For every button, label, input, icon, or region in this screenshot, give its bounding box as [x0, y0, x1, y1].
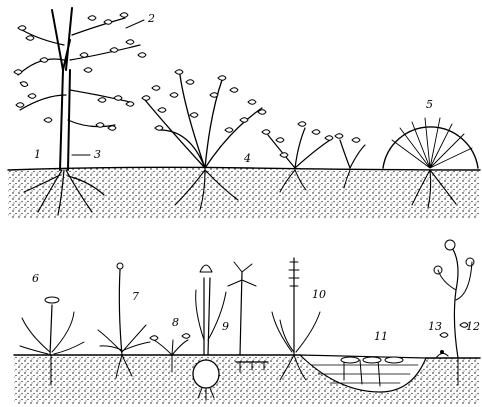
label-9: 9	[222, 320, 229, 333]
bottom-panel	[14, 240, 480, 404]
label-6: 6	[32, 272, 39, 285]
label-8: 8	[172, 316, 179, 329]
label-2: 2	[147, 12, 155, 25]
label-12: 12	[466, 320, 480, 333]
shrub-foliage	[142, 70, 266, 133]
bulb	[193, 360, 219, 388]
tree-foliage	[14, 13, 146, 131]
label-10: 10	[312, 288, 326, 301]
label-13: 13	[428, 320, 442, 333]
label-11: 11	[374, 330, 388, 343]
label-7: 7	[132, 290, 139, 303]
label-4: 4	[243, 152, 251, 165]
top-panel	[8, 8, 480, 218]
creeping-plant	[436, 350, 448, 358]
label-5: 5	[426, 98, 433, 111]
water-plant	[341, 357, 403, 386]
low-shrub-foliage	[262, 122, 360, 158]
label-3: 3	[94, 148, 101, 161]
label-1: 1	[34, 148, 41, 161]
